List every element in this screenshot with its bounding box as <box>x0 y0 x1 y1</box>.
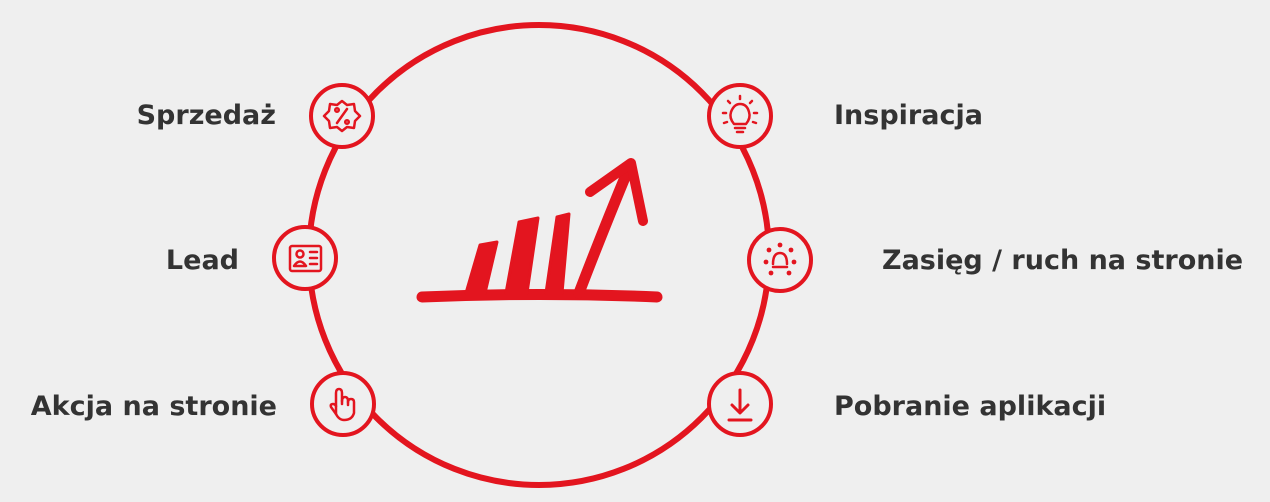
node-zasieg <box>747 227 813 293</box>
node-pobranie <box>707 371 773 437</box>
download-icon <box>727 388 753 422</box>
node-inspiracja <box>707 83 773 149</box>
growth-chart-arrow-icon <box>416 158 663 303</box>
percent-badge-icon <box>322 99 362 133</box>
contact-card-icon <box>288 244 323 273</box>
label-inspiracja: Inspiracja <box>834 100 983 131</box>
label-lead: Lead <box>165 245 239 276</box>
label-pobranie-aplikacji: Pobranie aplikacji <box>834 391 1107 422</box>
node-akcja <box>310 371 376 437</box>
pointer-hand-icon <box>329 387 356 422</box>
outer-ring <box>306 22 772 488</box>
label-zasieg: Zasięg / ruch na stronie <box>882 245 1244 276</box>
node-sprzedaz <box>309 83 375 149</box>
lightbulb-icon <box>721 94 759 134</box>
dots-reach-icon <box>763 242 797 276</box>
label-akcja-na-stronie: Akcja na stronie <box>30 391 277 422</box>
node-lead <box>272 225 338 291</box>
label-sprzedaz: Sprzedaż <box>136 100 276 131</box>
